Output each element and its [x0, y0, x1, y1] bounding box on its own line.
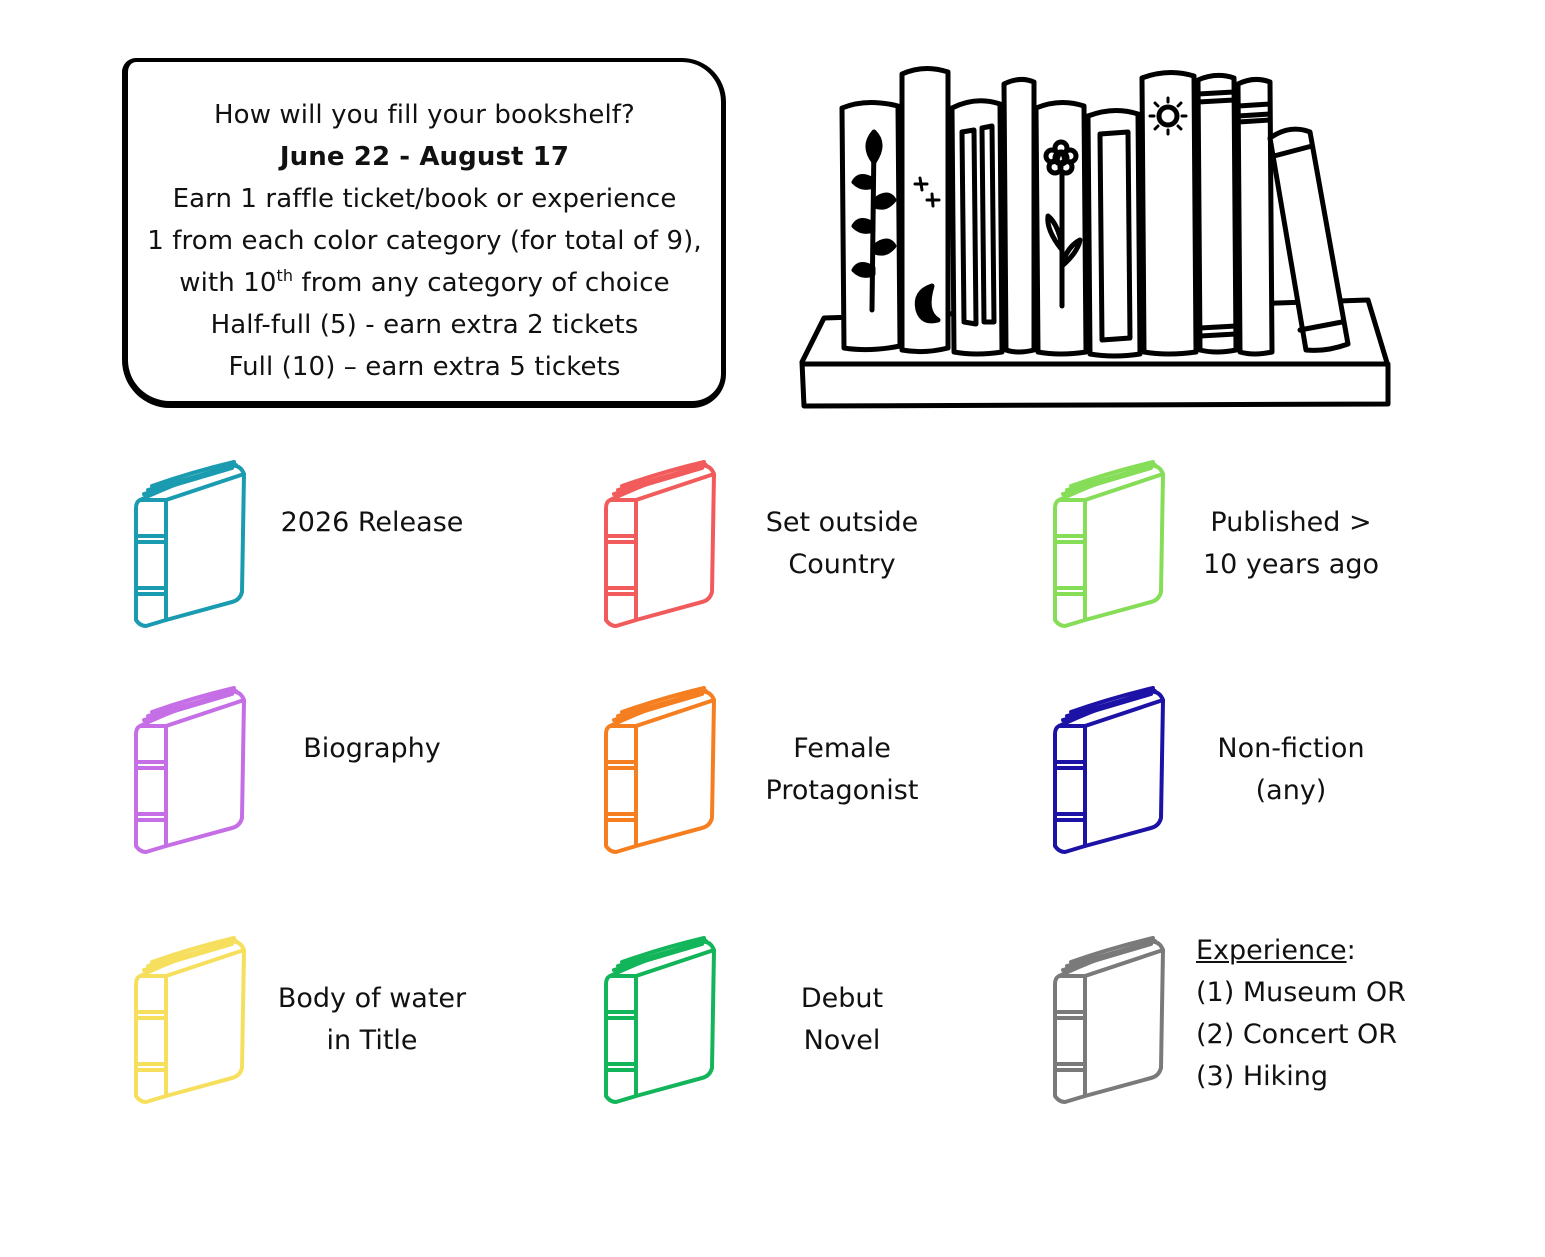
book-icon [134, 460, 246, 628]
bookshelf-illustration [799, 66, 1391, 409]
category-label: Body of water in Title [272, 978, 472, 1062]
category-female-protagonist: Female Protagonist [602, 686, 1022, 861]
experience-title: Experience [1196, 935, 1347, 966]
category-non-fiction: Non-fiction (any) [1051, 686, 1471, 861]
category-label-line: Biography [303, 733, 441, 764]
category-label-line: in Title [326, 1025, 418, 1056]
category-label: Published > 10 years ago [1191, 502, 1391, 586]
experience-colon: : [1346, 935, 1356, 966]
book-icon [604, 460, 716, 628]
info-dates: June 22 - August 17 [279, 142, 570, 172]
category-debut-novel: Debut Novel [602, 936, 1022, 1111]
category-set-outside-country: Set outside Country [602, 460, 1022, 635]
category-label: 2026 Release [272, 502, 472, 544]
category-label-line: Set outside [765, 507, 919, 538]
category-published-10-years: Published > 10 years ago [1051, 460, 1471, 635]
category-label: Set outside Country [742, 502, 942, 586]
book-icon [1053, 460, 1165, 628]
book-icon [604, 936, 716, 1104]
experience-option: (3) Hiking [1196, 1061, 1329, 1092]
category-experience [1051, 936, 1171, 1111]
info-tenth-pre: with 10 [179, 268, 277, 298]
category-label-line: Published > [1210, 507, 1372, 538]
info-tenth-sup: th [276, 266, 294, 285]
category-label: Non-fiction (any) [1191, 728, 1391, 812]
category-label-line: Country [788, 549, 896, 580]
category-label-line: Protagonist [765, 775, 919, 806]
info-box: How will you fill your bookshelf? June 2… [122, 58, 726, 408]
book-icon [1053, 686, 1165, 854]
category-label: Female Protagonist [742, 728, 942, 812]
category-label-line: Body of water [277, 983, 467, 1014]
info-color-rule: 1 from each color category (for total of… [147, 226, 702, 256]
info-half-full: Half-full (5) - earn extra 2 tickets [210, 310, 639, 340]
info-question: How will you fill your bookshelf? [214, 100, 635, 130]
info-earn-rule: Earn 1 raffle ticket/book or experience [172, 184, 677, 214]
info-tenth-rule: with 10th from any category of choice [128, 262, 721, 304]
category-label: Biography [272, 728, 472, 770]
category-label-line: Novel [803, 1025, 881, 1056]
info-full: Full (10) – earn extra 5 tickets [228, 352, 621, 382]
experience-list: Experience: (1) Museum OR (2) Concert OR… [1196, 930, 1406, 1098]
category-label-line: 2026 Release [280, 507, 464, 538]
category-label-line: Debut [800, 983, 884, 1014]
book-icon [134, 936, 246, 1104]
book-icon [134, 686, 246, 854]
category-label: Debut Novel [742, 978, 942, 1062]
category-2026-release: 2026 Release [132, 460, 552, 635]
book-icon [604, 686, 716, 854]
experience-heading: Experience: [1196, 930, 1406, 972]
book-icon [1053, 936, 1165, 1104]
info-tenth-post: from any category of choice [293, 268, 670, 298]
experience-option: (2) Concert OR [1196, 1019, 1398, 1050]
category-label-line: 10 years ago [1202, 549, 1380, 580]
category-label-line: (any) [1255, 775, 1327, 806]
experience-option: (1) Museum OR [1196, 977, 1406, 1008]
category-label-line: Non-fiction [1217, 733, 1365, 764]
category-body-of-water: Body of water in Title [132, 936, 552, 1111]
category-biography: Biography [132, 686, 552, 861]
category-label-line: Female [793, 733, 891, 764]
